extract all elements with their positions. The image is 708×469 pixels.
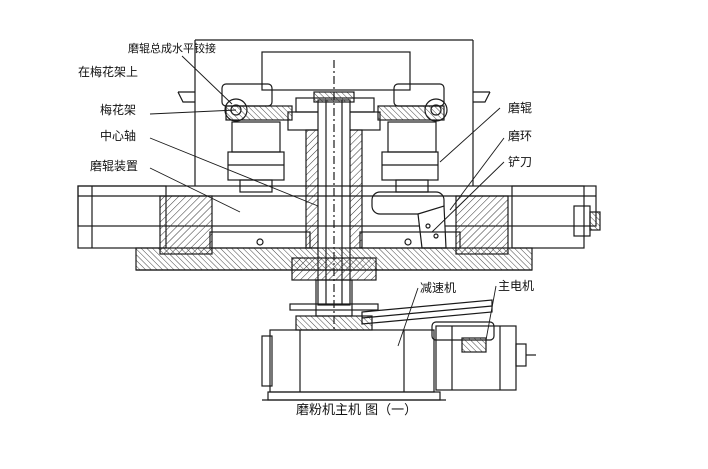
- right-roller-assembly: [371, 83, 448, 215]
- label-roller: 磨辊: [508, 101, 532, 115]
- gear-reducer: [261, 329, 446, 401]
- label-center-shaft: 中心轴: [100, 128, 136, 143]
- label-reducer: 减速机: [420, 281, 456, 295]
- leader-lines: [149, 55, 505, 347]
- label-motor: 主电机: [498, 279, 534, 293]
- belt-drive: [361, 299, 495, 341]
- left-roller-assembly: [221, 83, 293, 193]
- label-plum-frame: 梅花架: [100, 102, 136, 117]
- upper-housing: [177, 39, 491, 186]
- label-hinge-line1: 磨辊总成水平铰接: [128, 41, 216, 55]
- center-shaft: [287, 60, 381, 330]
- label-shovel: 铲刀: [508, 154, 532, 169]
- figure-caption: 磨粉机主机 图（一）: [296, 403, 417, 418]
- main-motor: [435, 325, 536, 391]
- label-hinge-line2: 在梅花架上: [78, 64, 138, 79]
- grinding-chamber: [77, 185, 601, 255]
- label-roller-device: 磨辊装置: [90, 159, 138, 173]
- label-ring: 磨环: [508, 129, 532, 143]
- base-plate: [135, 231, 533, 281]
